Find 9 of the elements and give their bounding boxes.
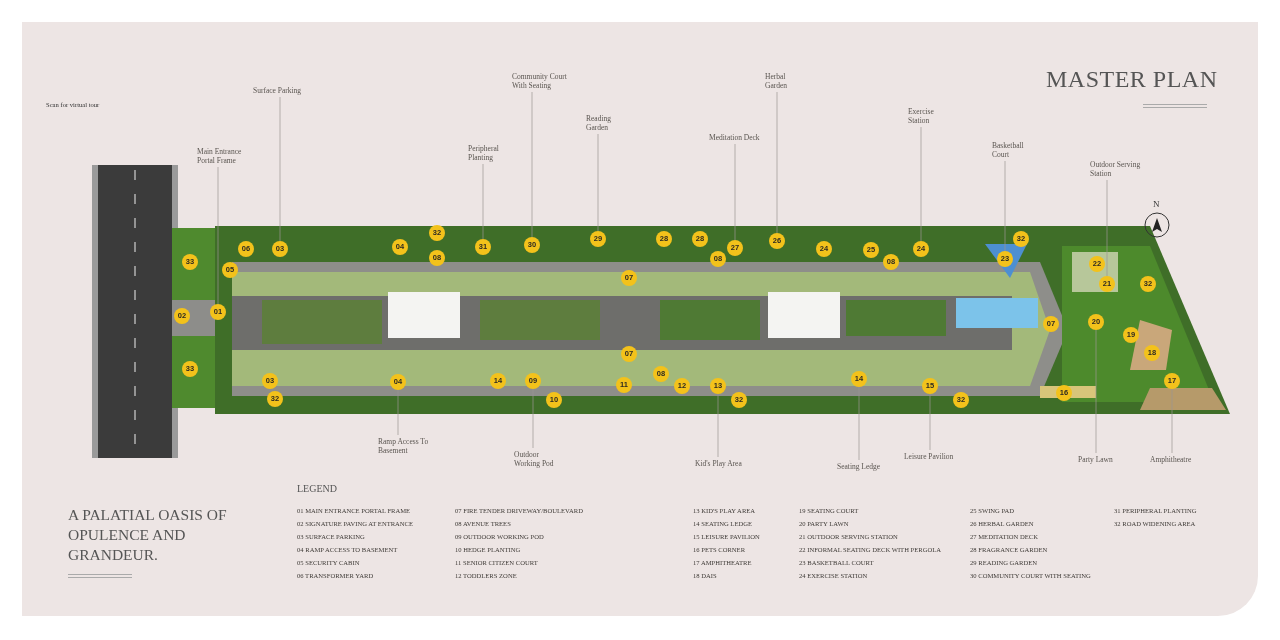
leader-line [929,393,931,451]
legend-heading: LEGEND [297,483,337,494]
leader-line [1106,179,1108,277]
compass-letter: N [1153,199,1160,210]
leader-line [717,393,719,458]
tagline: A PALATIAL OASIS OF OPULENCE AND GRANDEUR. [68,505,228,565]
leader-line [1095,329,1097,454]
title: MASTER PLAN [1046,66,1218,93]
leader-line [217,166,219,305]
